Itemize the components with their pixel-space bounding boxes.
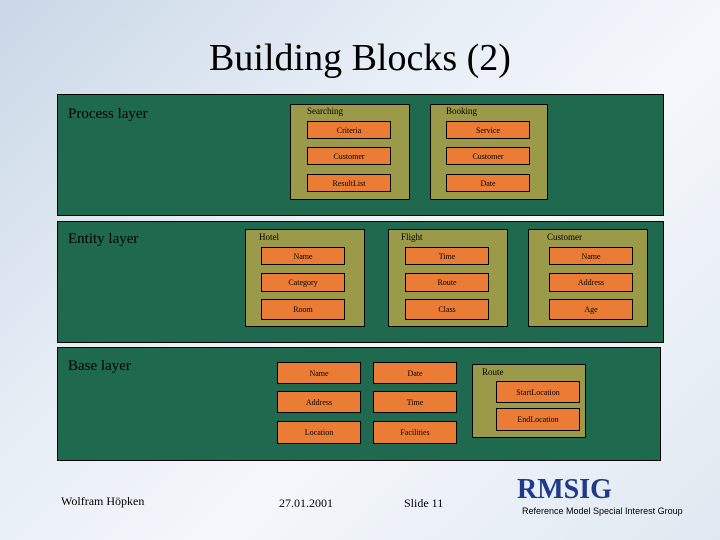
searching-label: Searching [307, 106, 343, 116]
slide-title: Building Blocks (2) [209, 37, 511, 79]
base-item: Address [277, 391, 361, 413]
booking-item: Service [446, 121, 530, 139]
flight-item: Route [405, 273, 489, 292]
customer-label: Customer [547, 232, 582, 242]
searching-item: ResultList [307, 174, 391, 192]
route-item: EndLocation [496, 408, 580, 431]
route-label: Route [482, 367, 504, 377]
process-layer-label: Process layer [68, 106, 148, 122]
slide-date: 27.01.2001 [279, 496, 333, 510]
booking-label: Booking [446, 106, 478, 116]
flight-label: Flight [401, 232, 423, 242]
flight-item: Class [405, 299, 489, 320]
route-item: StartLocation [496, 381, 580, 403]
rmsig-logo: RMSIG [517, 474, 612, 505]
base-item: Name [277, 362, 361, 384]
booking-item: Customer [446, 147, 530, 165]
customer-item: Name [549, 247, 633, 265]
base-layer-label: Base layer [68, 358, 131, 374]
booking-item: Date [446, 174, 530, 192]
entity-layer-label: Entity layer [68, 231, 139, 247]
searching-item: Customer [307, 147, 391, 165]
hotel-label: Hotel [259, 232, 279, 242]
hotel-item: Category [261, 273, 345, 292]
customer-item: Address [549, 273, 633, 292]
hotel-item: Name [261, 247, 345, 265]
logo-subtitle: Reference Model Special Interest Group [522, 506, 683, 516]
searching-item: Criteria [307, 121, 391, 139]
author-name: Wolfram Höpken [61, 494, 145, 508]
base-item: Date [373, 362, 457, 384]
hotel-item: Room [261, 299, 345, 320]
flight-item: Time [405, 247, 489, 265]
base-item: Location [277, 421, 361, 444]
slide-number: Slide 11 [404, 496, 444, 510]
base-item: Facilities [373, 421, 457, 444]
base-item: Time [373, 391, 457, 413]
customer-item: Age [549, 299, 633, 320]
